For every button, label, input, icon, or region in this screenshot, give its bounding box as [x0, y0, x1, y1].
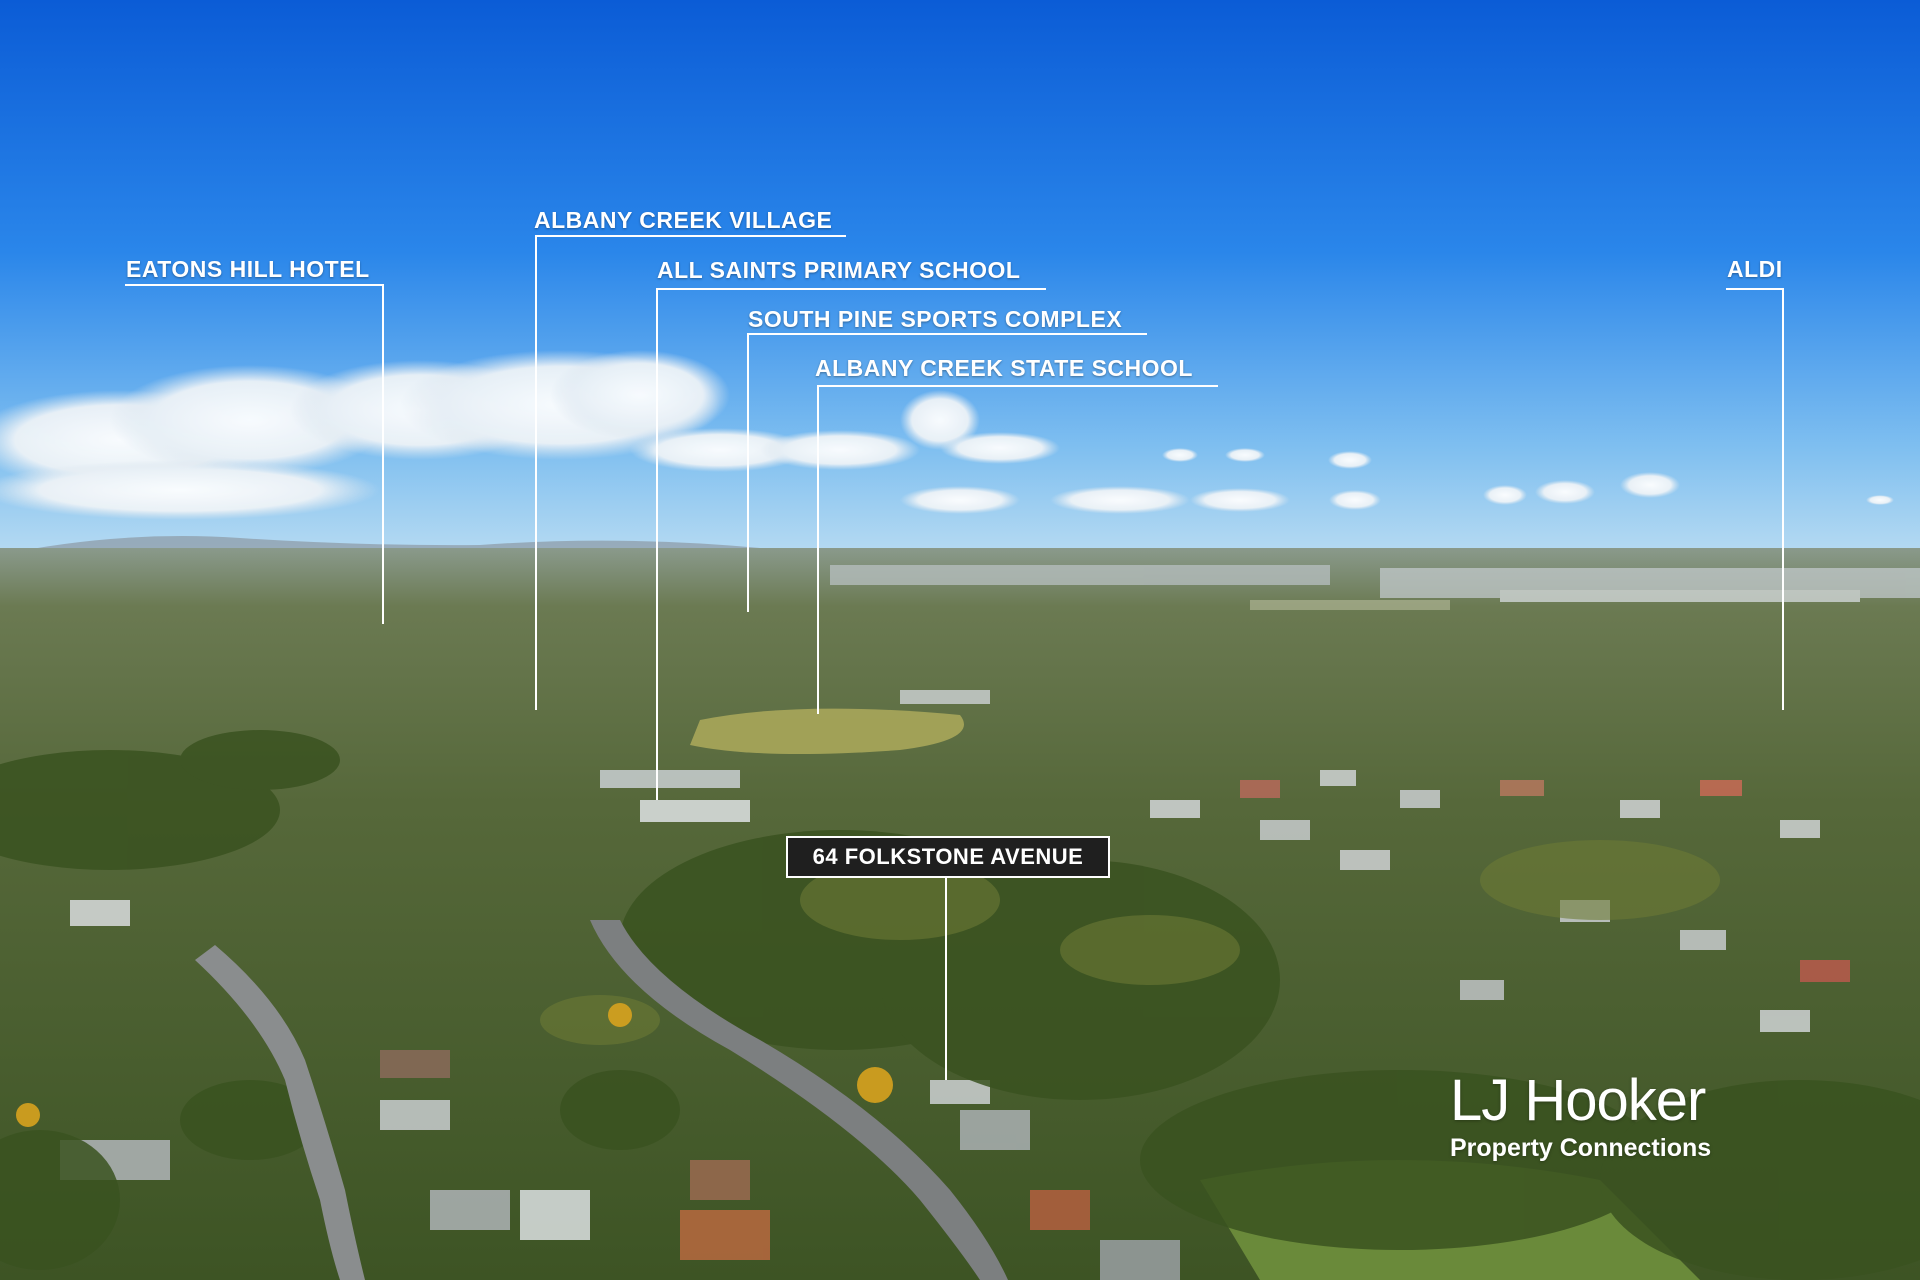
line-albany-creek-village	[535, 235, 846, 710]
sports-field	[690, 708, 964, 754]
label-albany-creek-village: ALBANY CREEK VILLAGE	[534, 207, 833, 233]
side-street	[195, 945, 365, 1280]
line-albany-creek-state-school	[817, 385, 1218, 714]
line-south-pine-sports-complex	[747, 333, 1147, 612]
label-albany-creek-state-school: ALBANY CREEK STATE SCHOOL	[815, 355, 1193, 381]
flowering-trees	[16, 1003, 893, 1127]
line-all-saints-primary-school	[656, 288, 1046, 800]
label-aldi: ALDI	[1727, 256, 1783, 282]
subject-property-label: 64 FOLKSTONE AVENUE	[786, 836, 1110, 878]
label-south-pine-sports-complex: SOUTH PINE SPORTS COMPLEX	[748, 306, 1123, 332]
agency-office: Property Connections	[1450, 1134, 1712, 1162]
line-aldi	[1726, 288, 1784, 710]
label-eatons-hill-hotel: EATONS HILL HOTEL	[126, 256, 370, 282]
line-eatons-hill-hotel	[125, 284, 384, 624]
agency-logo: LJ Hooker Property Connections	[1450, 1072, 1770, 1163]
folkstone-avenue-road	[590, 920, 1008, 1280]
industrial-area	[830, 565, 1920, 610]
callout-lines	[125, 235, 1784, 1080]
label-all-saints-primary-school: ALL SAINTS PRIMARY SCHOOL	[657, 257, 1021, 283]
tree-highlights	[540, 840, 1720, 1045]
agency-name: LJ Hooker	[1450, 1068, 1706, 1133]
clouds	[0, 350, 1894, 520]
